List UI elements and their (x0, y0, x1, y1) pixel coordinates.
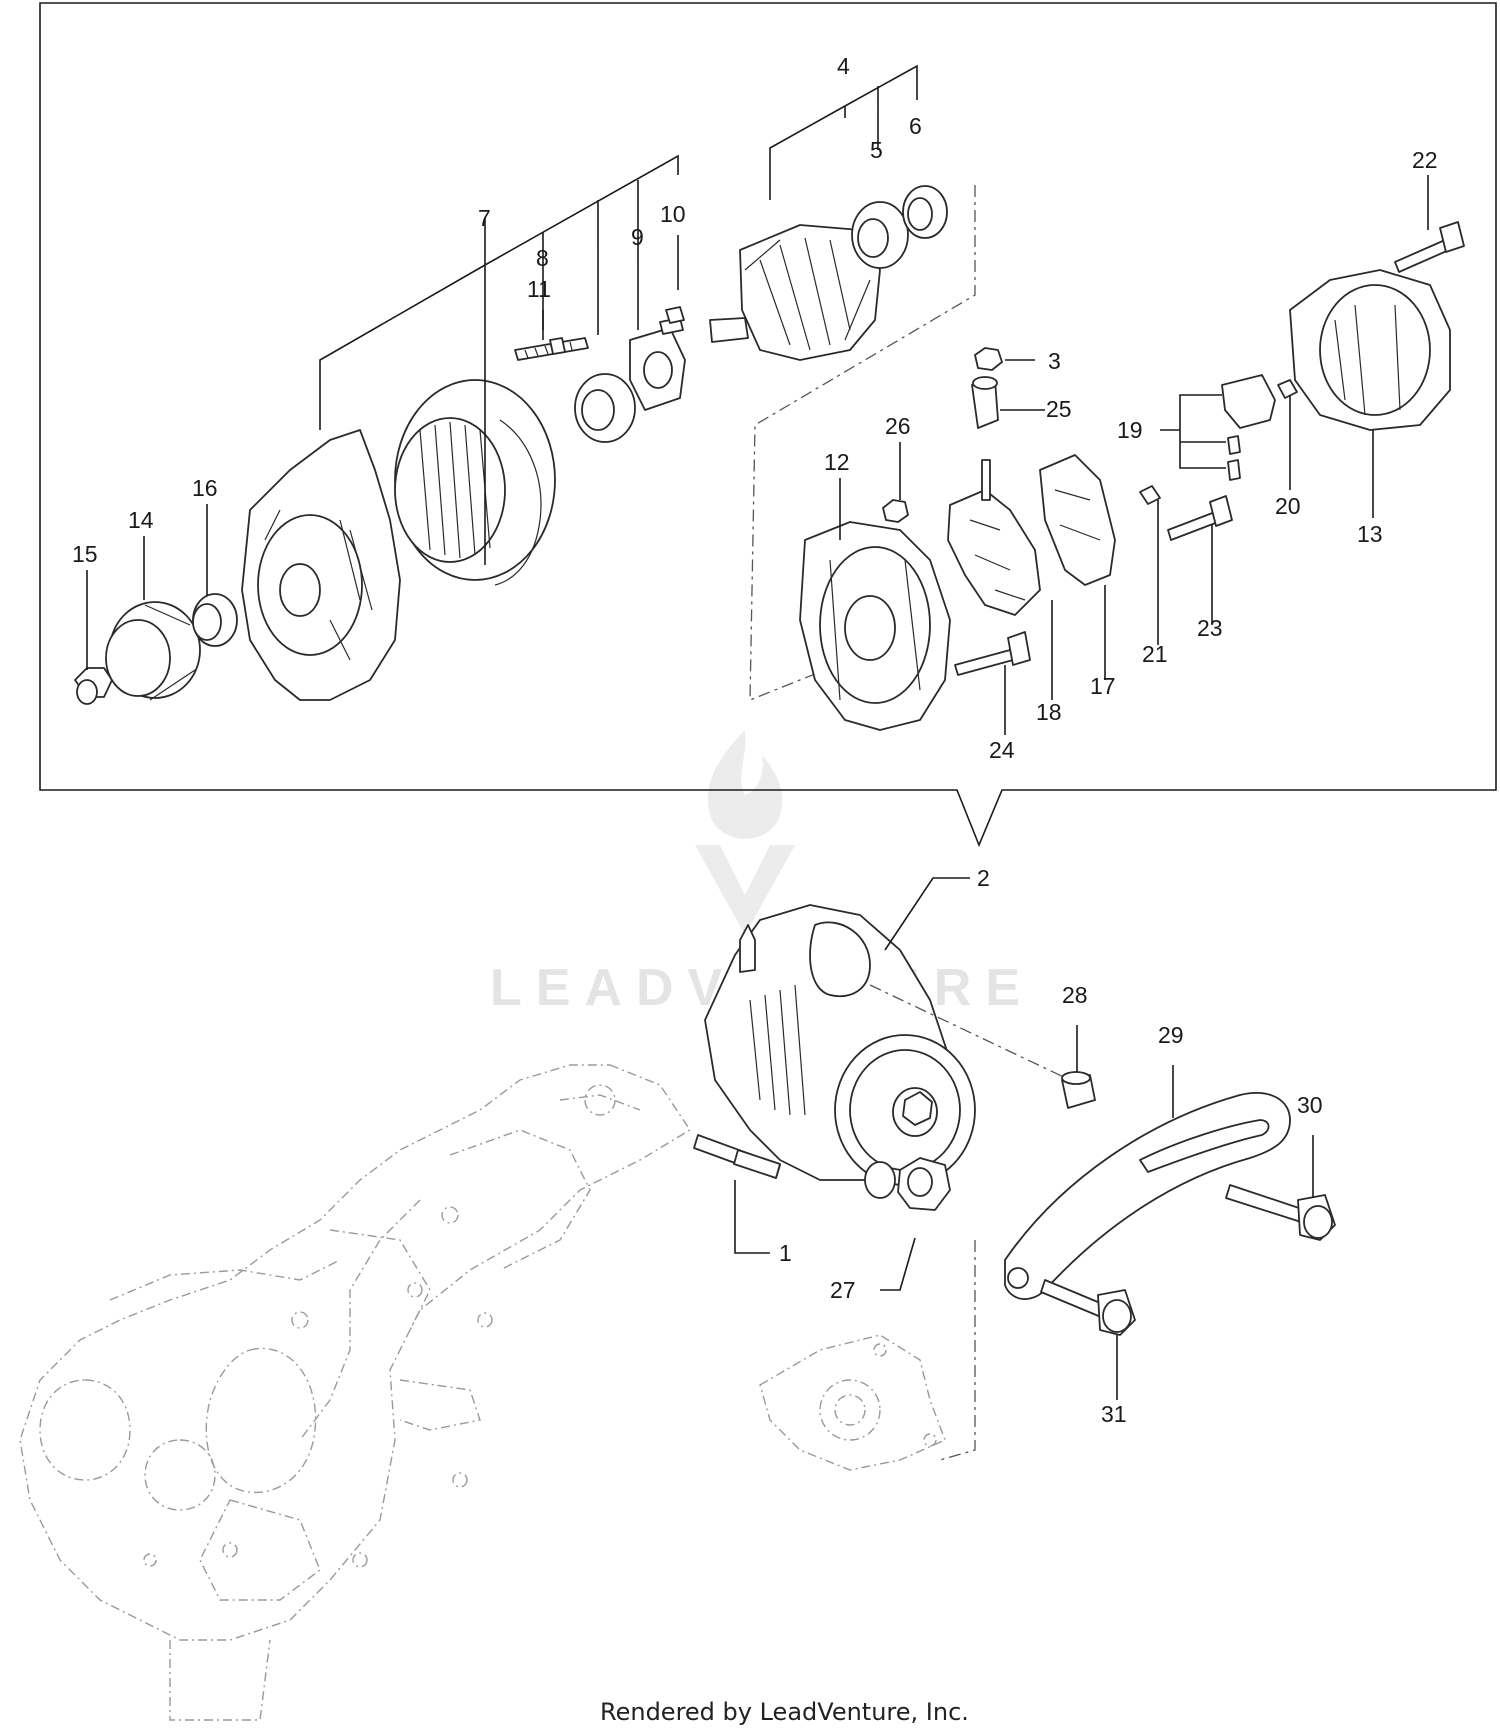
callout-30[interactable]: 30 (1297, 1092, 1323, 1118)
part-11-stud (514, 337, 589, 361)
callout-12[interactable]: 12 (824, 449, 850, 475)
part-8-bearing (574, 373, 636, 443)
part-5-bearing (851, 201, 909, 269)
callout-1[interactable]: 1 (779, 1240, 792, 1266)
callout-22[interactable]: 22 (1412, 147, 1438, 173)
part-22-bolt (1394, 221, 1465, 273)
part-4-rotor (709, 224, 881, 361)
callout-31[interactable]: 31 (1101, 1401, 1127, 1427)
footer-credit: Rendered by LeadVenture, Inc. (600, 1698, 969, 1726)
part-31-bolt (1040, 1279, 1136, 1336)
leader-lines (86, 64, 1429, 1400)
callout-7[interactable]: 7 (478, 205, 491, 231)
callout-9[interactable]: 9 (631, 224, 644, 250)
exploded-parts (74, 185, 1465, 731)
part-14-pulley (105, 601, 201, 701)
part-25-bushing (971, 376, 999, 429)
exploded-view-frame (39, 2, 1497, 848)
lower-assembly (693, 904, 1336, 1471)
part-6-seal (902, 185, 948, 239)
part-2-alternator (704, 904, 976, 1186)
part-17-brush-holder (1039, 454, 1116, 586)
callout-2[interactable]: 2 (977, 865, 990, 891)
callout-labels: 1 2 3 4 5 6 7 8 9 10 11 12 13 14 15 16 1… (72, 53, 1438, 1427)
part-13-rear-cover (1289, 269, 1451, 431)
watermark-v-icon (695, 845, 795, 935)
callout-16[interactable]: 16 (192, 475, 218, 501)
callout-14[interactable]: 14 (128, 507, 154, 533)
callout-15[interactable]: 15 (72, 541, 98, 567)
callout-8[interactable]: 8 (536, 245, 549, 271)
part-7-front-housing (241, 429, 401, 701)
callout-18[interactable]: 18 (1036, 699, 1062, 725)
callout-26[interactable]: 26 (885, 413, 911, 439)
part-20-screw (1277, 379, 1298, 399)
engine-block-outline (19, 1064, 691, 1721)
callout-17[interactable]: 17 (1090, 673, 1116, 699)
callout-11[interactable]: 11 (527, 276, 551, 302)
callout-29[interactable]: 29 (1158, 1022, 1184, 1048)
water-pump-outline (759, 1334, 946, 1471)
callout-20[interactable]: 20 (1275, 493, 1301, 519)
callout-28[interactable]: 28 (1062, 982, 1088, 1008)
part-7-stator (394, 379, 556, 586)
watermark-flame-icon (707, 730, 783, 839)
part-3-nut (974, 347, 1003, 371)
callout-27[interactable]: 27 (830, 1277, 856, 1303)
part-23-bolt (1167, 495, 1233, 541)
callout-10[interactable]: 10 (660, 201, 686, 227)
part-19-regulator (1221, 374, 1276, 481)
callout-6[interactable]: 6 (909, 113, 922, 139)
callout-24[interactable]: 24 (989, 737, 1015, 763)
part-15-nut (74, 667, 113, 705)
part-18-rectifier (947, 459, 1041, 616)
part-10-screw (659, 306, 685, 335)
part-9-plate (629, 327, 686, 411)
part-27-nut (864, 1157, 951, 1211)
part-16-spacer (192, 593, 238, 647)
part-12-rear-housing (799, 521, 951, 731)
callout-19[interactable]: 19 (1117, 417, 1143, 443)
part-28-spacer (1061, 1071, 1096, 1109)
part-21-screw (1139, 485, 1161, 505)
part-24-bolt (954, 631, 1031, 676)
callout-4[interactable]: 4 (837, 53, 850, 79)
callout-5[interactable]: 5 (870, 137, 883, 163)
callout-3[interactable]: 3 (1048, 348, 1061, 374)
part-1-stud (693, 1134, 781, 1179)
callout-13[interactable]: 13 (1357, 521, 1383, 547)
callout-23[interactable]: 23 (1197, 615, 1223, 641)
part-30-bolt (1225, 1184, 1336, 1241)
callout-21[interactable]: 21 (1142, 641, 1168, 667)
callout-25[interactable]: 25 (1046, 396, 1072, 422)
part-26-nut (882, 499, 909, 523)
